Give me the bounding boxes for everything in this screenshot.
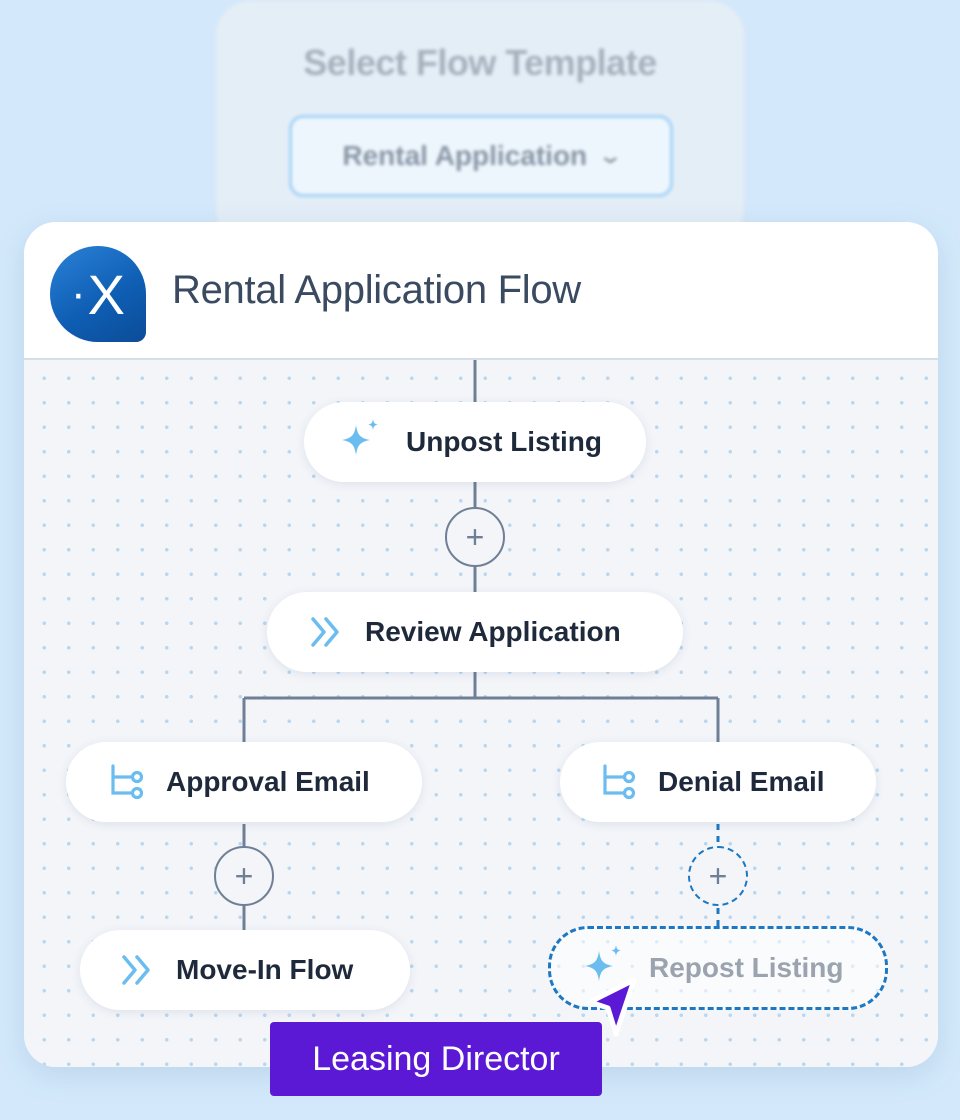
- node-label: Approval Email: [166, 766, 370, 797]
- node-label: Unpost Listing: [406, 426, 602, 457]
- flow-canvas: Unpost Listing + Review Application: [24, 360, 938, 1067]
- double-chevron-icon: [309, 616, 343, 648]
- node-approval-email[interactable]: Approval Email: [66, 742, 422, 822]
- flow-title: Rental Application Flow: [172, 268, 581, 312]
- app-logo-icon: ·X: [50, 246, 146, 342]
- node-label: Move-In Flow: [176, 954, 354, 985]
- node-unpost-listing[interactable]: Unpost Listing: [304, 402, 646, 482]
- template-selector-title: Select Flow Template: [303, 42, 657, 83]
- flow-header: ·X Rental Application Flow: [24, 222, 938, 360]
- flow-card: ·X Rental Application Flow Unp: [24, 222, 938, 1067]
- template-dropdown[interactable]: Rental Application ⌄: [289, 115, 673, 197]
- branch-icon: [108, 763, 144, 801]
- chevron-down-icon: ⌄: [597, 143, 624, 168]
- node-move-in-flow[interactable]: Move-In Flow: [80, 930, 410, 1010]
- connector-branch: [242, 672, 720, 742]
- pointer-cursor-icon: [584, 976, 640, 1047]
- branch-icon: [600, 763, 636, 801]
- add-step-button[interactable]: +: [445, 507, 505, 567]
- user-role-tag: Leasing Director: [270, 1022, 602, 1096]
- add-step-button-pending[interactable]: +: [688, 846, 748, 906]
- node-label: Repost Listing: [649, 952, 844, 983]
- double-chevron-icon: [120, 954, 154, 986]
- node-review-application[interactable]: Review Application: [267, 592, 683, 672]
- template-selector-card: Select Flow Template Rental Application …: [215, 0, 745, 245]
- node-label: Review Application: [365, 616, 621, 647]
- sparkle-icon: [581, 945, 627, 991]
- template-dropdown-value: Rental Application: [342, 140, 588, 171]
- node-denial-email[interactable]: Denial Email: [560, 742, 876, 822]
- add-step-button[interactable]: +: [214, 846, 274, 906]
- sparkle-icon: [338, 419, 384, 465]
- node-label: Denial Email: [658, 766, 825, 797]
